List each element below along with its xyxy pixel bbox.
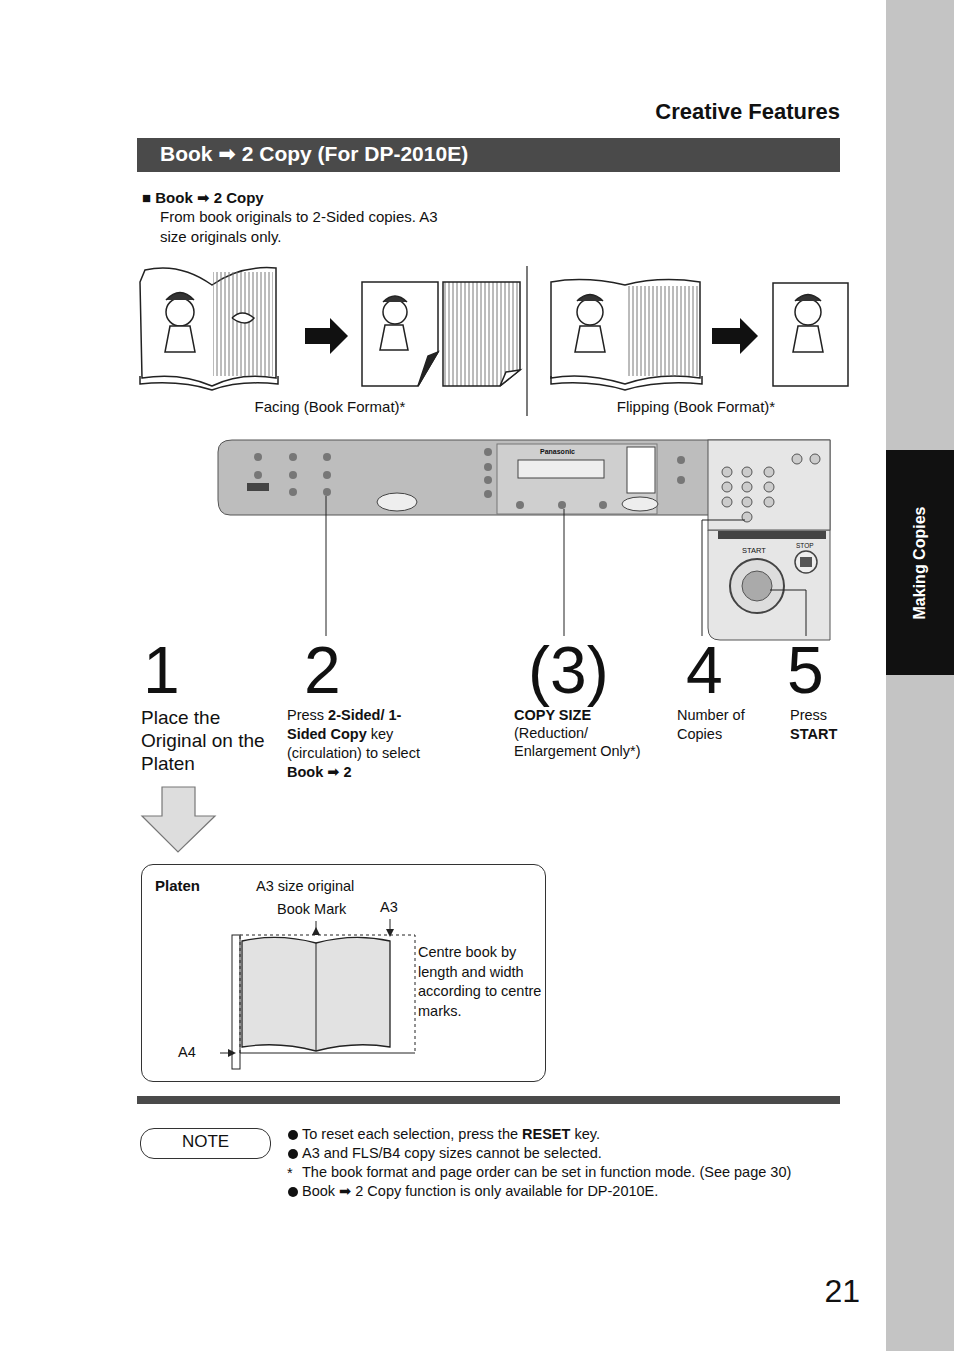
text-block: To reset each selection, press the RESET… bbox=[302, 1125, 842, 1144]
side-band bbox=[886, 0, 954, 1351]
book-flipping bbox=[551, 280, 702, 390]
text-block: 1 bbox=[143, 632, 203, 708]
label-text: START bbox=[790, 725, 860, 744]
text-block: PressSTART bbox=[790, 706, 860, 744]
text-block: STOP bbox=[796, 542, 826, 550]
label-text: * bbox=[287, 1164, 301, 1183]
text-block: Creative Features bbox=[540, 99, 840, 125]
text-block: Panasonic bbox=[540, 447, 600, 456]
text-block: A3 and FLS/B4 copy sizes cannot be selec… bbox=[302, 1144, 842, 1163]
label-text: Book ➡ 2 Copy function is only available… bbox=[302, 1182, 842, 1201]
label-text: ■ Book ➡ 2 Copy bbox=[142, 188, 442, 207]
label-text: START bbox=[742, 546, 782, 555]
label-text: Place the Original on the Platen bbox=[141, 706, 271, 775]
book-facing bbox=[140, 268, 278, 390]
down-arrow bbox=[142, 787, 215, 852]
label-text: key. bbox=[574, 1126, 600, 1142]
control-panel bbox=[218, 440, 830, 640]
label-text: Panasonic bbox=[540, 447, 600, 456]
platen-label: Book Mark bbox=[277, 901, 346, 917]
text-block: Facing (Book Format)* bbox=[230, 397, 430, 417]
section-title: Book ➡ 2 Copy (For DP-2010E) bbox=[160, 141, 468, 167]
platen-label: Centre book by length and width accordin… bbox=[418, 943, 542, 1021]
platen-label: A3 bbox=[380, 899, 398, 915]
label-text: Number of Copies bbox=[677, 706, 767, 744]
leader-lines bbox=[326, 496, 806, 636]
tab-text: Making Copies bbox=[911, 506, 929, 619]
output-sheet bbox=[773, 283, 848, 386]
arrow-symbol bbox=[712, 318, 758, 354]
arrow-symbol bbox=[305, 318, 348, 354]
label-text: STOP bbox=[796, 542, 826, 550]
text-block: Book ➡ 2 Copy function is only available… bbox=[302, 1182, 842, 1201]
platen-label: A3 size original bbox=[256, 878, 354, 894]
callout-number: 1 bbox=[143, 632, 203, 708]
text-block: Place the Original on the Platen bbox=[141, 706, 271, 775]
text-block: Press 2-Sided/ 1-Sided Copy key (circula… bbox=[287, 706, 437, 782]
bullets bbox=[288, 1130, 298, 1197]
label-text: To reset each selection, press the bbox=[302, 1126, 518, 1142]
text-block: (3) bbox=[528, 632, 638, 708]
text-block: Number of Copies bbox=[677, 706, 767, 744]
text-block: The book format and page order can be se… bbox=[302, 1163, 852, 1182]
text-block: 5 bbox=[787, 632, 847, 708]
label-text: RESET bbox=[522, 1126, 570, 1142]
divider-bar bbox=[137, 1096, 840, 1104]
output-sheets bbox=[362, 282, 520, 386]
text-block: ■ Book ➡ 2 Copy bbox=[142, 188, 442, 207]
label-text: Book ➡ 2 bbox=[287, 764, 352, 780]
text-block: 2 bbox=[304, 632, 364, 708]
callout-number: (3) bbox=[528, 632, 638, 708]
label-text: The book format and page order can be se… bbox=[302, 1163, 852, 1182]
callout-number: 2 bbox=[304, 632, 364, 708]
label-text: Facing (Book Format)* bbox=[230, 397, 430, 417]
text-block: START bbox=[742, 546, 782, 555]
label-text: Flipping (Book Format)* bbox=[596, 397, 796, 417]
note-box: NOTE bbox=[140, 1128, 271, 1159]
label-text: Creative Features bbox=[540, 99, 840, 125]
text-block: * bbox=[287, 1164, 301, 1183]
text-block: 4 bbox=[686, 632, 746, 708]
label-text: (Reduction/ Enlargement Only*) bbox=[514, 724, 674, 760]
callout-number: 5 bbox=[787, 632, 847, 708]
text-block: 21 bbox=[800, 1272, 860, 1310]
note-heading: NOTE bbox=[141, 1129, 270, 1158]
label-text: Press bbox=[287, 707, 324, 723]
box-heading: Platen bbox=[155, 877, 200, 894]
callout-number: 4 bbox=[686, 632, 746, 708]
platen-label: A4 bbox=[178, 1044, 196, 1060]
label-text: 21 bbox=[800, 1272, 860, 1310]
text-block: COPY SIZE(Reduction/ Enlargement Only*) bbox=[514, 706, 674, 760]
label-text: A3 and FLS/B4 copy sizes cannot be selec… bbox=[302, 1144, 842, 1163]
text-block: Flipping (Book Format)* bbox=[596, 397, 796, 417]
tab-band: Making Copies bbox=[886, 450, 954, 675]
label-text: COPY SIZE bbox=[514, 706, 674, 724]
text-block: From book originals to 2-Sided copies. A… bbox=[160, 207, 450, 247]
label-text: From book originals to 2-Sided copies. A… bbox=[160, 207, 450, 247]
platen-box: Platen A3 size originalBook Mark A3A4 Centr… bbox=[141, 864, 546, 1082]
label-text: Press bbox=[790, 706, 860, 725]
